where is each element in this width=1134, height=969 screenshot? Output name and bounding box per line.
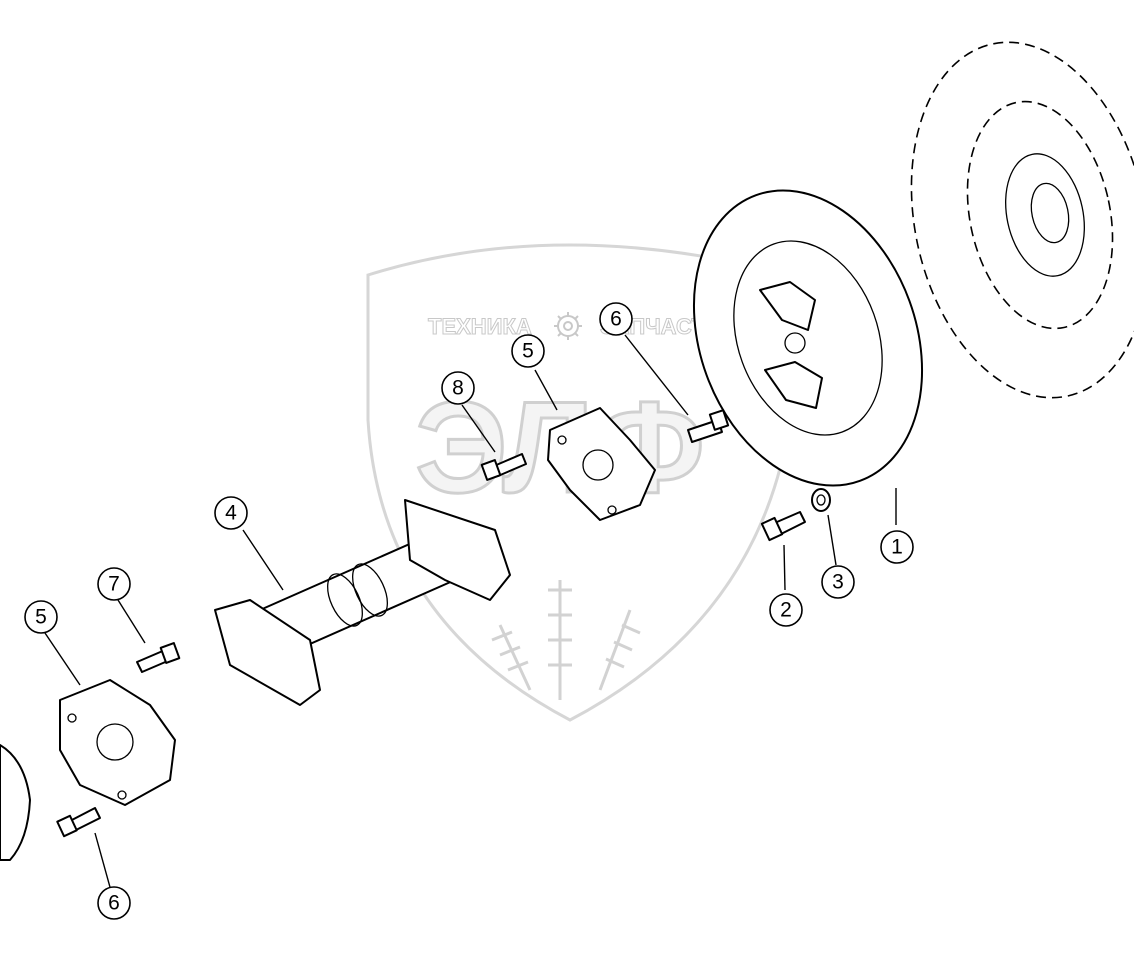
callout-1: 1 [880, 530, 914, 564]
bolt-2 [760, 511, 806, 542]
callout-label-5-upper: 5 [522, 340, 534, 363]
gear-icon [554, 312, 582, 340]
callout-label-4: 4 [225, 502, 237, 525]
drive-plate [692, 189, 924, 487]
bolt-7 [136, 642, 181, 673]
callout-2: 2 [769, 593, 803, 627]
wheat-emblem [491, 580, 641, 700]
callout-3: 3 [821, 565, 855, 599]
watermark-text-left: ТЕХНИКА [428, 314, 532, 339]
callout-label-3: 3 [832, 571, 844, 594]
leader-lines [44, 334, 897, 899]
bolt-6-upper [687, 409, 730, 443]
callout-6-lower: 6 [97, 886, 131, 920]
flywheel [910, 41, 1134, 399]
callout-5-lower: 5 [24, 600, 58, 634]
washer-3 [811, 488, 831, 512]
callout-label-5-lower: 5 [35, 606, 47, 629]
callout-label-7: 7 [108, 573, 120, 596]
callout-label-2: 2 [780, 599, 792, 622]
callout-4: 4 [214, 496, 248, 530]
callout-8: 8 [441, 371, 475, 405]
callout-label-1: 1 [891, 536, 903, 559]
bolt-6-lower [56, 807, 101, 838]
bolt-8 [480, 453, 527, 481]
callout-label-6-upper: 6 [610, 308, 622, 331]
callout-label-6-lower: 6 [108, 892, 120, 915]
callout-label-8: 8 [452, 377, 464, 400]
callout-7: 7 [97, 567, 131, 601]
coupling-lower [59, 679, 176, 806]
partial-housing [0, 744, 31, 861]
drive-shaft [214, 499, 511, 706]
callout-6-upper: 6 [599, 302, 633, 336]
callout-5-upper: 5 [511, 334, 545, 368]
coupling-upper [547, 407, 656, 521]
